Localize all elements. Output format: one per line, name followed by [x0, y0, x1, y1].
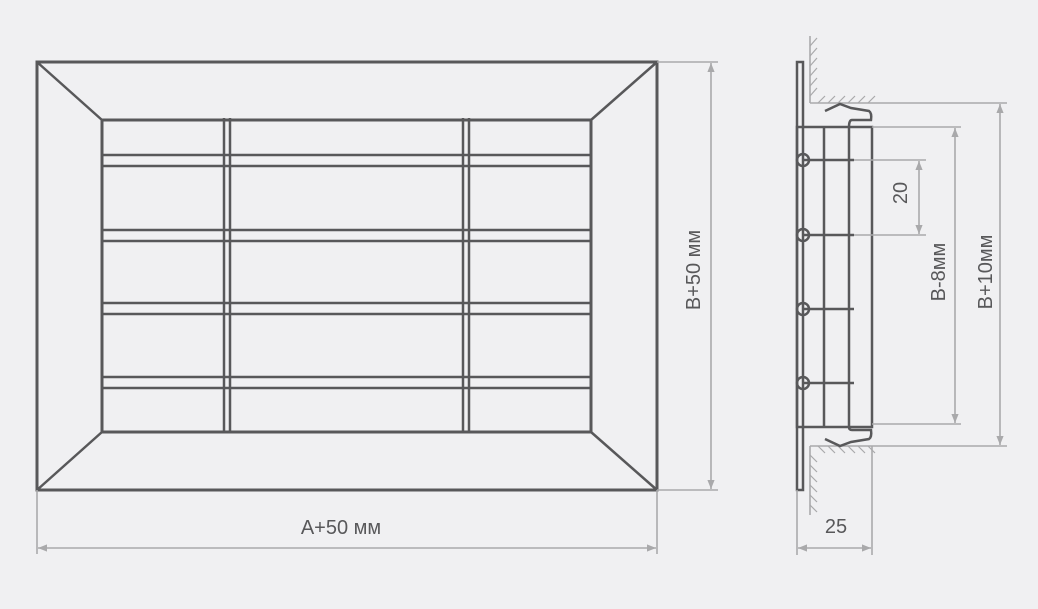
vertical-bars: [222, 118, 471, 432]
frame-bevel-lines: [36, 61, 658, 491]
pitch-dimension: 20: [854, 159, 926, 236]
outer-frame: [35, 60, 659, 492]
horizontal-louvers: [100, 153, 590, 390]
inner-frame: [100, 118, 593, 434]
pitch-label: 20: [890, 182, 912, 204]
inner-height-label: B-8мм: [928, 243, 950, 302]
depth-label: 25: [825, 516, 847, 538]
height-dimension: B+50 мм: [657, 61, 718, 491]
louver-pivots: [795, 152, 854, 391]
wall-bottom: [809, 445, 1007, 515]
width-label: A+50 мм: [301, 517, 381, 539]
opening-height-dimension: B+10мм: [975, 104, 1004, 445]
front-view: B+50 мм A+50 мм: [35, 60, 718, 554]
width-dimension: A+50 мм: [36, 490, 658, 554]
spring-clip-bottom: [824, 426, 873, 448]
height-label: B+50 мм: [683, 230, 705, 310]
depth-dimension: 25: [796, 446, 873, 555]
side-view: 20 B-8мм B+10мм 25: [795, 36, 1007, 555]
wall-top: [809, 36, 1007, 104]
grille-body: [795, 125, 874, 429]
spring-clip-top: [824, 102, 873, 128]
inner-height-dimension: B-8мм: [872, 126, 961, 425]
opening-height-label: B+10мм: [975, 235, 997, 310]
